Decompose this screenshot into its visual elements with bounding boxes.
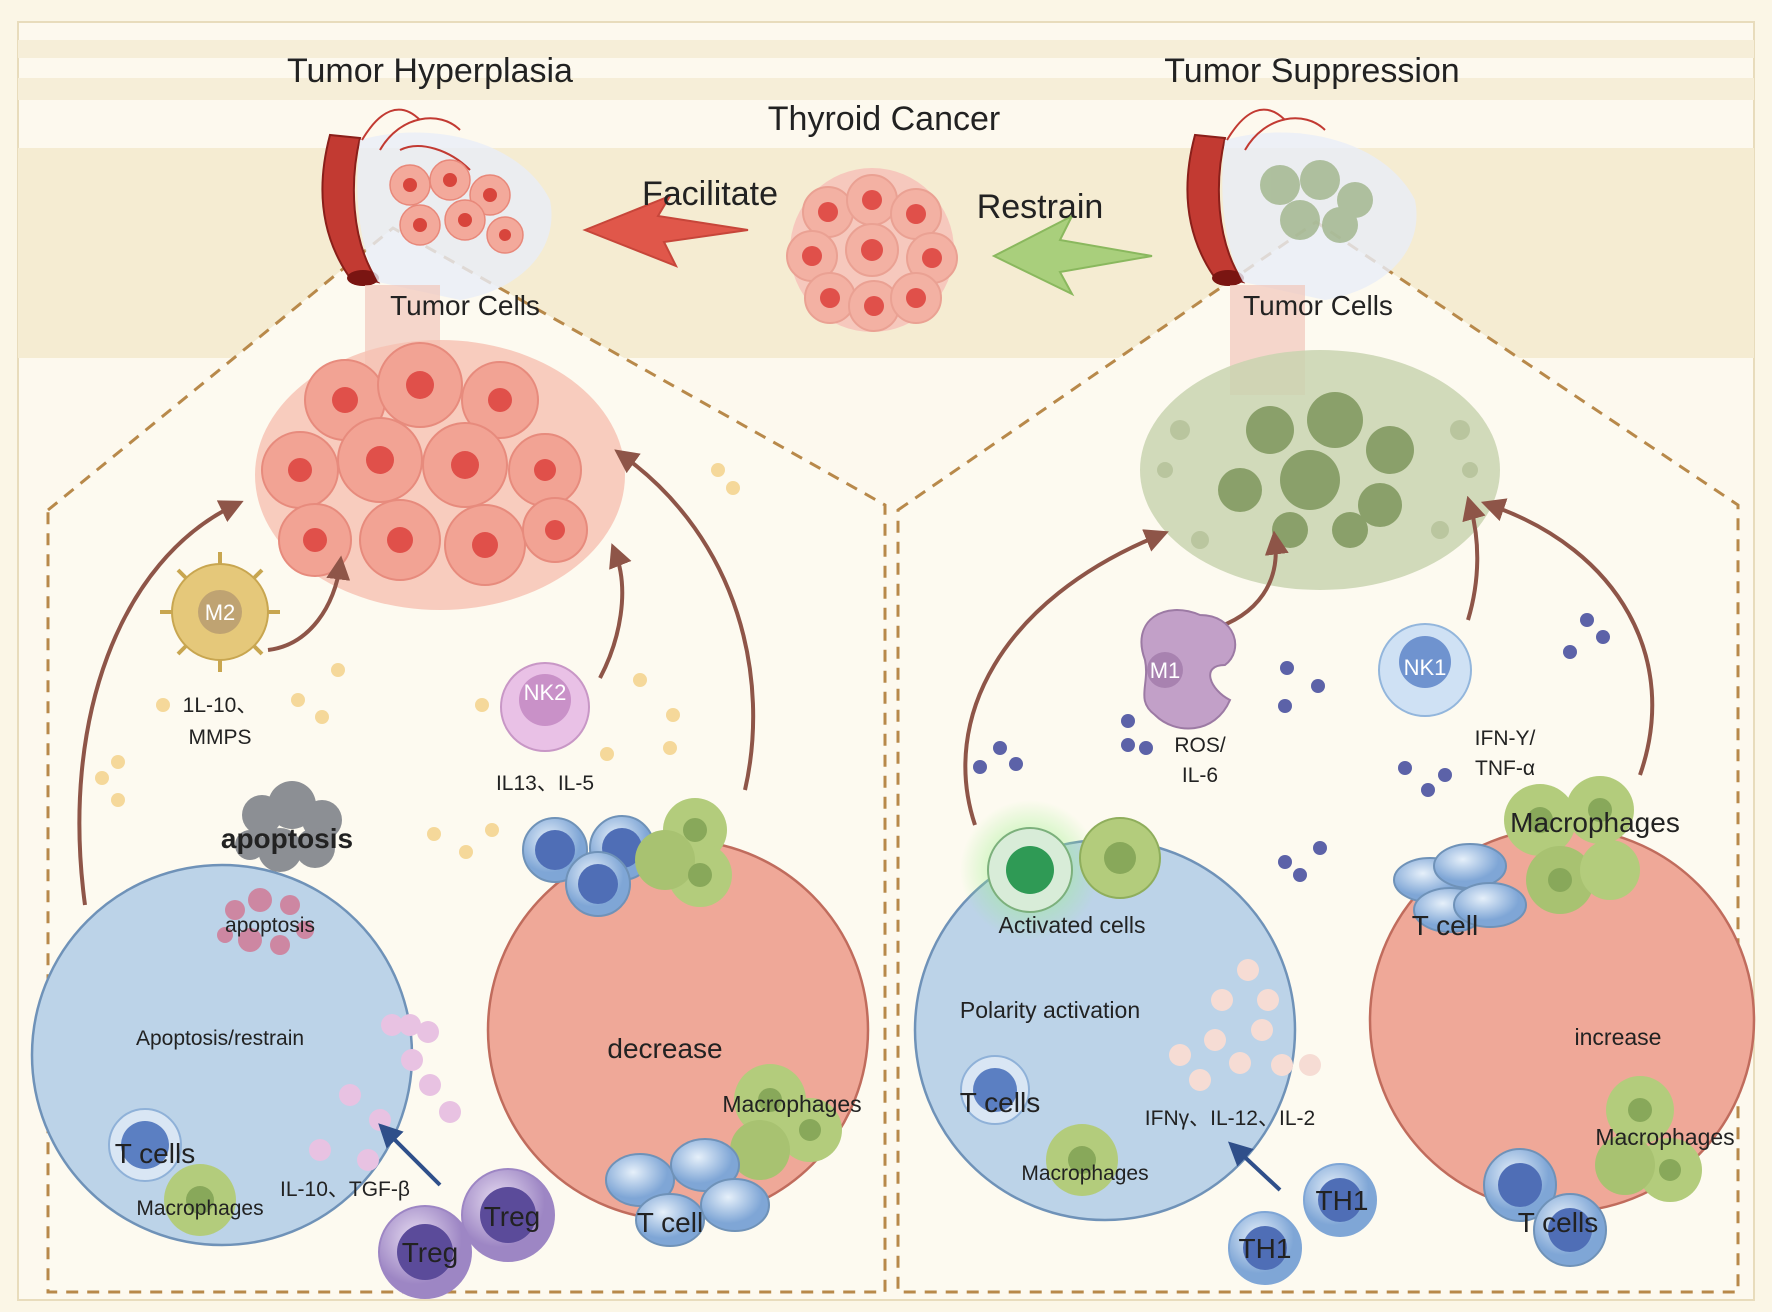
m2-label: M2 bbox=[205, 600, 236, 625]
right-arrow-red bbox=[1480, 498, 1655, 776]
left-circle-label: Apoptosis/restrain bbox=[136, 1027, 304, 1050]
peach-cytokine-dots bbox=[1169, 959, 1321, 1091]
m2-macrophage-cell: M2 bbox=[160, 552, 280, 672]
restrain-label: Restrain bbox=[977, 188, 1104, 226]
nk2-label: NK2 bbox=[524, 680, 567, 705]
left-red-macrophage-top bbox=[635, 798, 732, 907]
nk1-cell: NK1 bbox=[1378, 623, 1472, 717]
right-red-macrophages-label: Macrophages bbox=[1595, 1124, 1734, 1150]
right-tumor-cells-label: Tumor Cells bbox=[1243, 290, 1393, 321]
left-arrow-outer bbox=[77, 500, 244, 906]
right-red-t-cells-bottom bbox=[1483, 1148, 1607, 1267]
right-arrow-outer bbox=[963, 529, 1169, 826]
left-arrow-red bbox=[614, 449, 756, 791]
nk2-cell: NK2 bbox=[500, 662, 590, 752]
nk1-cytokines-1: IFN-Y/ bbox=[1475, 727, 1536, 750]
facilitate-arrow bbox=[582, 193, 749, 268]
treg-cytokines: IL-10、TGF-β bbox=[280, 1178, 410, 1201]
apoptosis-cells-inner bbox=[217, 888, 314, 955]
left-tumor-mass bbox=[255, 340, 625, 610]
th1-arrow bbox=[1227, 1141, 1282, 1192]
facilitate-label: Facilitate bbox=[642, 175, 778, 213]
thyroid-cancer-cluster bbox=[786, 168, 958, 332]
m2-cytokines-1: 1L-10、 bbox=[183, 694, 258, 717]
left-red-t-cell-bottom bbox=[605, 1138, 770, 1247]
th1-label-1: TH1 bbox=[1316, 1185, 1369, 1216]
treg-cell-1 bbox=[461, 1168, 555, 1262]
left-red-t-cell-label: T cell bbox=[637, 1207, 703, 1238]
nk2-cytokines: IL13、IL-5 bbox=[496, 772, 594, 795]
left-macrophages-label: Macrophages bbox=[136, 1197, 263, 1220]
right-red-t-cell-label: T cell bbox=[1412, 910, 1478, 941]
title-tumor-suppression: Tumor Suppression bbox=[1164, 52, 1459, 90]
right-tumor-mass bbox=[1140, 350, 1500, 590]
treg-arrow bbox=[378, 1123, 442, 1187]
nk1-label: NK1 bbox=[1404, 655, 1447, 680]
right-red-t-cells-top bbox=[1393, 843, 1527, 933]
left-red-t-cells-top bbox=[522, 815, 655, 917]
m1-cytokines-1: ROS/ bbox=[1174, 734, 1226, 757]
right-macrophage bbox=[1046, 1124, 1118, 1196]
right-red-t-cells-label: T cells bbox=[1518, 1207, 1598, 1238]
right-t-cell bbox=[960, 1055, 1030, 1125]
th1-cytokines: IFNγ、IL-12、IL-2 bbox=[1145, 1107, 1315, 1130]
header-band-1 bbox=[18, 40, 1754, 58]
m1-macrophage-cell: M1 bbox=[1140, 609, 1237, 730]
right-macrophages-top-label: Macrophages bbox=[1510, 807, 1680, 838]
title-thyroid-cancer: Thyroid Cancer bbox=[768, 100, 1000, 138]
left-red-macrophages-label: Macrophages bbox=[722, 1091, 861, 1117]
apoptosis-inner-label: apoptosis bbox=[225, 914, 315, 937]
left-t-cell bbox=[108, 1108, 182, 1182]
left-red-macrophage-bottom bbox=[730, 1064, 842, 1180]
right-red-macrophage-top bbox=[1504, 776, 1640, 914]
right-macrophages-label: Macrophages bbox=[1021, 1162, 1148, 1185]
right-red-macrophage-bottom bbox=[1595, 1076, 1702, 1202]
m1-label: M1 bbox=[1150, 658, 1181, 683]
left-t-cells-label: T cells bbox=[115, 1138, 195, 1169]
increase-label: increase bbox=[1575, 1024, 1662, 1050]
th1-label-2: TH1 bbox=[1239, 1233, 1292, 1264]
decrease-label: decrease bbox=[607, 1033, 722, 1064]
nk1-cytokines-2: TNF-α bbox=[1475, 757, 1535, 780]
activated-cells-label: Activated cells bbox=[998, 912, 1145, 938]
pink-cytokine-dots bbox=[309, 1014, 461, 1171]
nk2-arrow bbox=[598, 543, 632, 679]
th1-cell-2 bbox=[1228, 1211, 1302, 1285]
restrain-arrow bbox=[991, 213, 1153, 297]
m1-cytokines-2: IL-6 bbox=[1182, 764, 1218, 787]
th1-cell-1 bbox=[1303, 1163, 1377, 1237]
left-tumor-cells-label: Tumor Cells bbox=[390, 290, 540, 321]
treg-cell-2 bbox=[378, 1205, 472, 1299]
m2-cytokines-2: MMPS bbox=[189, 726, 252, 749]
apoptosis-debris bbox=[235, 781, 342, 872]
m2-arrow bbox=[267, 555, 351, 652]
left-macrophage bbox=[164, 1164, 236, 1236]
title-tumor-hyperplasia: Tumor Hyperplasia bbox=[287, 52, 573, 90]
activated-cells bbox=[960, 800, 1161, 940]
nk1-arrow bbox=[1462, 495, 1486, 621]
header-band-2 bbox=[18, 78, 1754, 100]
treg-label-2: Treg bbox=[402, 1237, 459, 1268]
right-t-cells-label: T cells bbox=[960, 1087, 1040, 1118]
treg-label-1: Treg bbox=[484, 1201, 541, 1232]
apoptosis-top-label: apoptosis bbox=[221, 823, 353, 854]
polarity-activation-label: Polarity activation bbox=[960, 997, 1140, 1023]
